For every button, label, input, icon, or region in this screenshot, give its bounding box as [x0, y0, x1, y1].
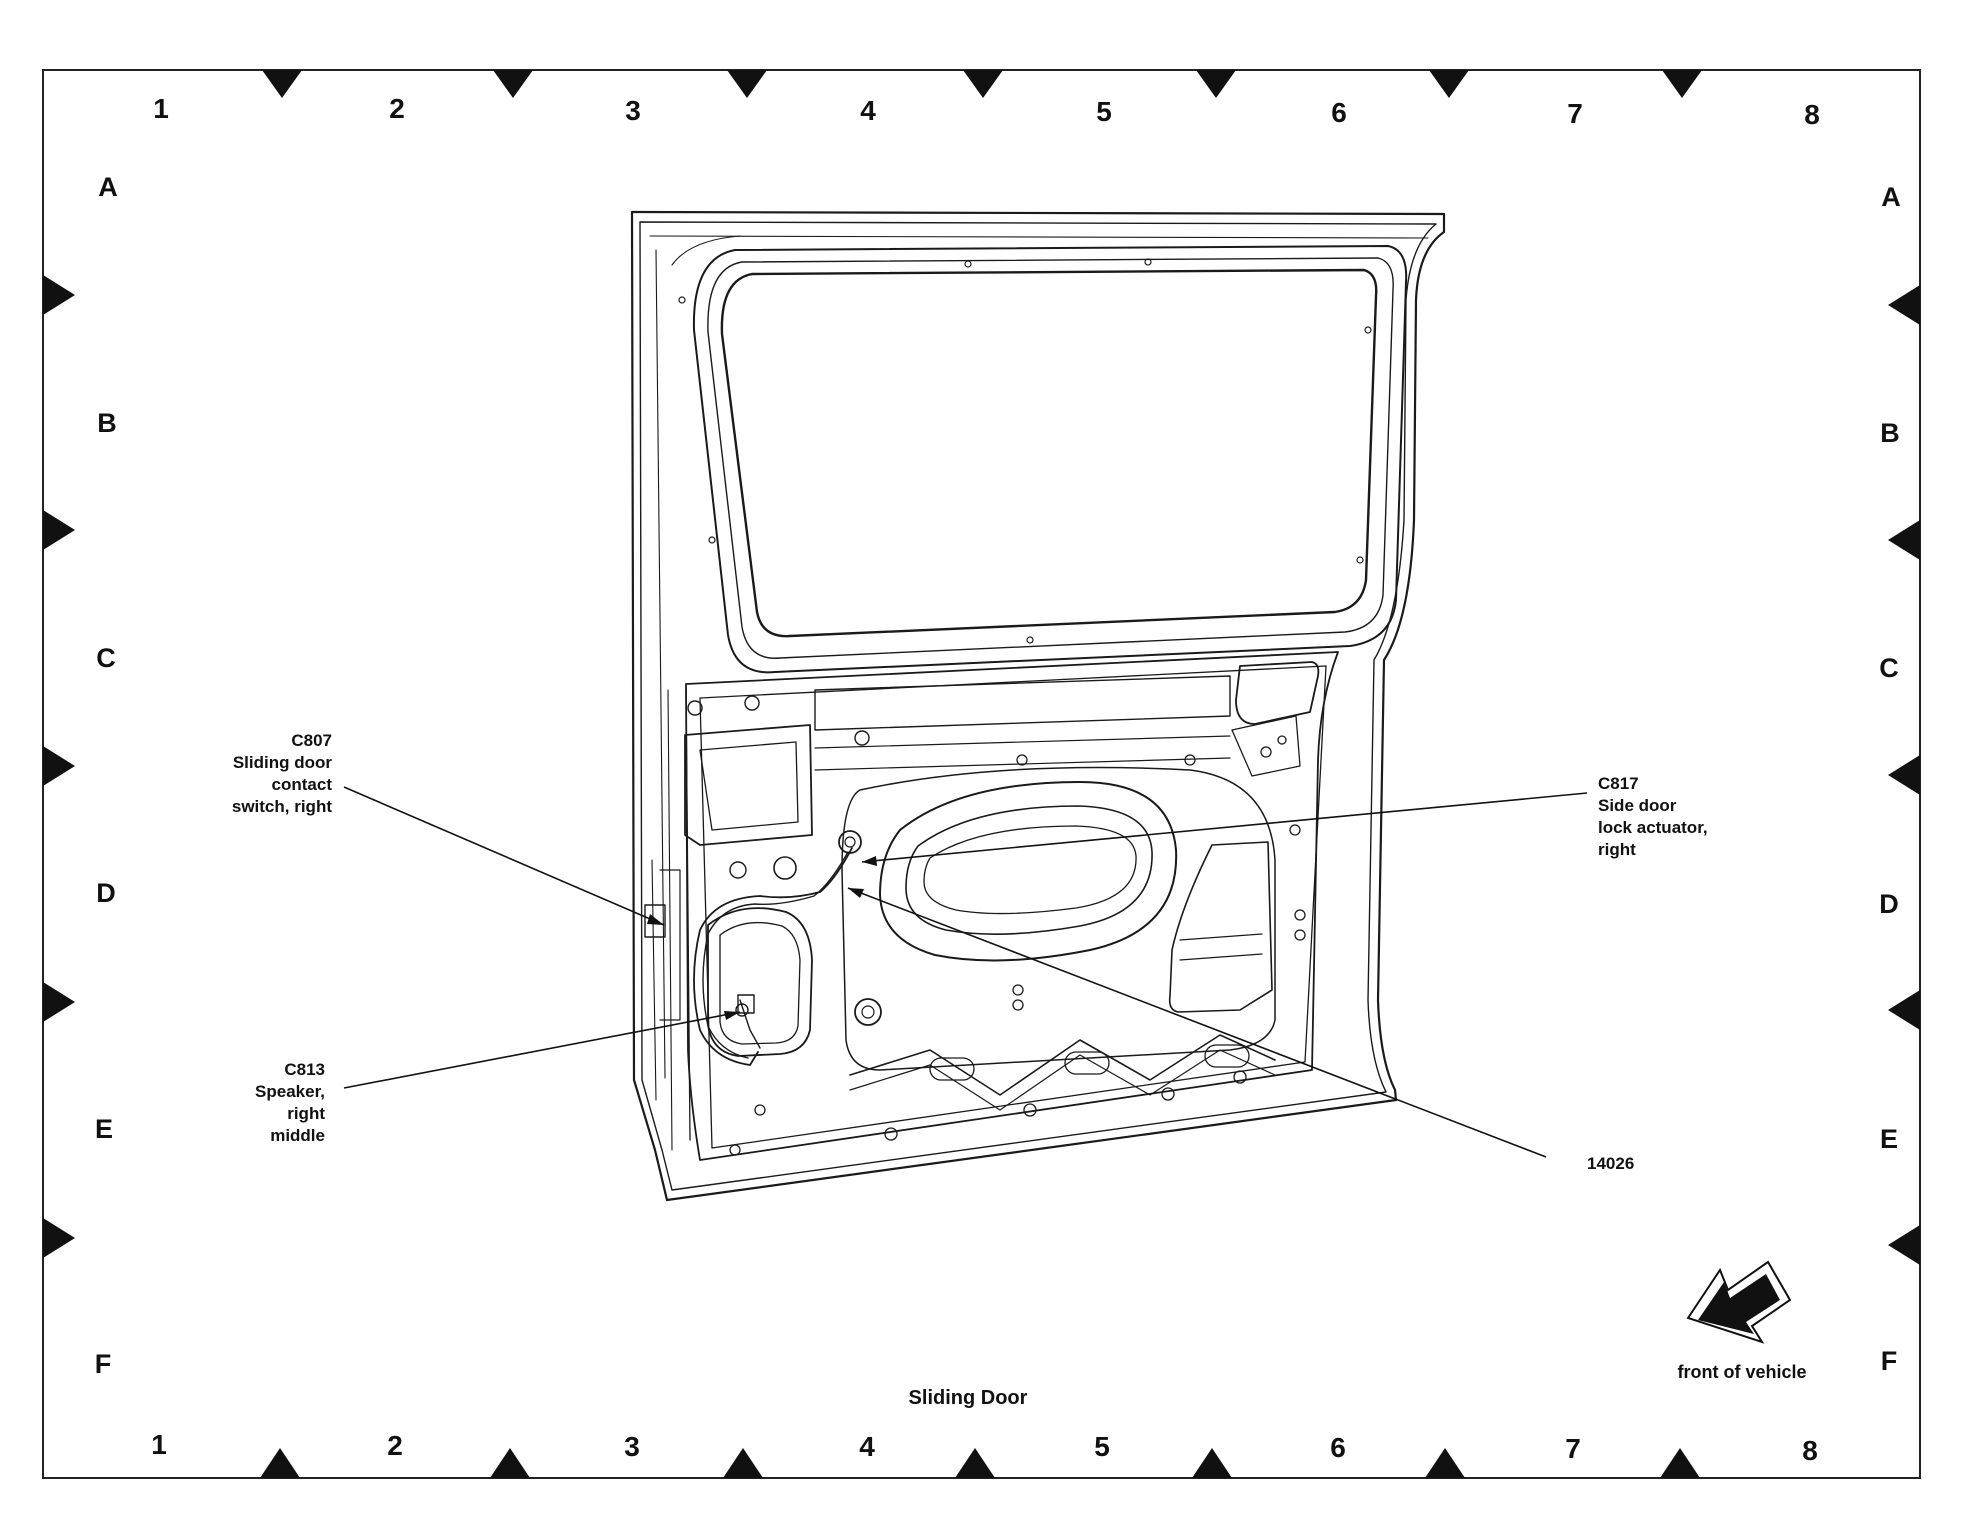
callout-code: 14026	[1587, 1154, 1634, 1173]
row-label: D	[96, 878, 116, 908]
col-label: 3	[625, 95, 641, 126]
callout-leaders	[343, 786, 1588, 1158]
col-label: 5	[1094, 1431, 1110, 1462]
row-labels-right: A B C D E F	[1879, 182, 1901, 1376]
row-label: E	[95, 1114, 113, 1144]
callout-line: lock actuator,	[1598, 818, 1708, 837]
leader-arrowheads	[647, 856, 877, 1020]
col-label: 2	[389, 93, 405, 124]
right-grid-markers	[1888, 285, 1920, 1265]
col-label: 6	[1330, 1432, 1346, 1463]
col-label: 1	[151, 1429, 167, 1460]
row-label: C	[1879, 653, 1899, 683]
column-labels-top: 1 2 3 4 5 6 7 8	[153, 93, 1820, 130]
row-label: D	[1879, 889, 1899, 919]
callout-c813: C813 Speaker, right middle	[255, 1060, 325, 1145]
row-label: A	[98, 172, 118, 202]
col-label: 4	[860, 95, 876, 126]
front-of-vehicle-arrow-icon	[1686, 1260, 1792, 1344]
col-label: 6	[1331, 97, 1347, 128]
row-label: F	[95, 1349, 112, 1379]
col-label: 8	[1804, 99, 1820, 130]
col-label: 3	[624, 1431, 640, 1462]
col-label: 4	[859, 1431, 875, 1462]
callout-line: right	[287, 1104, 325, 1123]
left-grid-markers	[43, 275, 75, 1258]
row-label: C	[96, 643, 116, 673]
row-label: F	[1881, 1346, 1898, 1376]
callout-14026: 14026	[1587, 1154, 1634, 1173]
row-label: B	[1880, 418, 1900, 448]
sliding-door-drawing	[630, 210, 1446, 1202]
callout-line: Speaker,	[255, 1082, 325, 1101]
diagram-title: Sliding Door	[909, 1387, 1028, 1409]
callout-line: Side door	[1598, 796, 1677, 815]
direction-label: front of vehicle	[1677, 1362, 1806, 1382]
row-labels-left: A B C D E F	[95, 172, 118, 1379]
col-label: 8	[1802, 1435, 1818, 1466]
callout-line: switch, right	[232, 797, 332, 816]
col-label: 2	[387, 1430, 403, 1461]
col-label: 1	[153, 93, 169, 124]
col-label: 7	[1565, 1433, 1581, 1464]
callout-line: Sliding door	[233, 753, 333, 772]
row-label: B	[97, 408, 117, 438]
row-label: A	[1881, 182, 1901, 212]
callout-line: middle	[270, 1126, 325, 1145]
callout-c807: C807 Sliding door contact switch, right	[232, 731, 333, 816]
callout-code: C817	[1598, 774, 1639, 793]
callout-line: right	[1598, 840, 1636, 859]
column-labels-bottom: 1 2 3 4 5 6 7 8	[151, 1429, 1818, 1466]
col-label: 5	[1096, 96, 1112, 127]
top-grid-markers	[262, 70, 1702, 98]
bottom-grid-markers	[260, 1448, 1700, 1478]
callout-c817: C817 Side door lock actuator, right	[1598, 774, 1708, 859]
callout-code: C813	[284, 1060, 325, 1079]
row-label: E	[1880, 1124, 1898, 1154]
col-label: 7	[1567, 98, 1583, 129]
callout-line: contact	[272, 775, 333, 794]
callout-code: C807	[291, 731, 332, 750]
